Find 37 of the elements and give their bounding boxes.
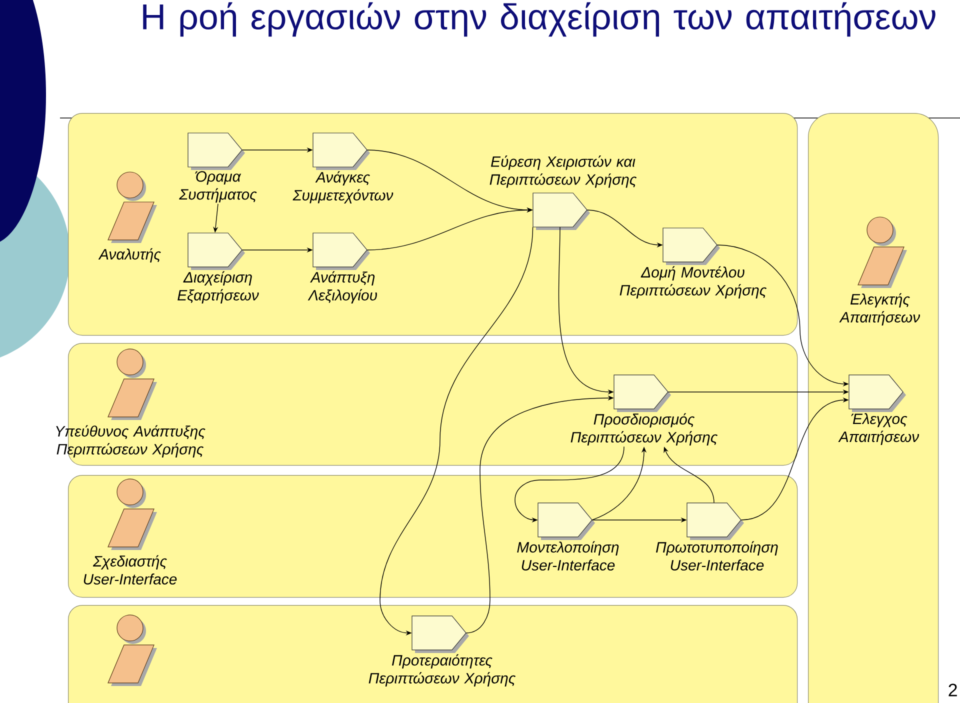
node-label: Υπεύθυνος Ανάπτυξης Περιπτώσεων Χρήσης	[56, 425, 206, 458]
activity: Προτεραιότητες Περιπτώσεων Χρήσης	[368, 616, 516, 686]
swimlane	[68, 474, 798, 598]
activity: Μοντελοποίηση User-Interface	[517, 502, 619, 571]
actor-figure	[108, 614, 157, 686]
activity: Όραμα Συστήματος	[179, 132, 257, 203]
activity: Ανάγκες Συμμετεχόντων	[292, 132, 394, 204]
actor: Ελεγκτής Απαιτήσεων	[839, 216, 920, 326]
node-label: Αναλυτής	[98, 248, 161, 263]
swimlane	[68, 113, 798, 336]
activity: Προσδιορισμός Περιπτώσεων Χρήσης	[570, 374, 718, 446]
node-label: Μοντελοποίηση User-Interface	[517, 541, 619, 571]
node-label: Εύρεση Χειριστών και Περιπτώσεων Χρήσης	[490, 156, 637, 188]
actor: Σχεδιαστής User-Interface	[84, 478, 177, 585]
node-label: Προσδιορισμός Περιπτώσεων Χρήσης	[570, 413, 718, 446]
activity: Διαχείριση Εξαρτήσεων	[178, 232, 259, 304]
node-label: Όραμα Συστήματος	[179, 171, 257, 203]
actor: Αναλυτής	[98, 172, 161, 263]
node-label: Ανάπτυξη Λεξιλογίου	[308, 271, 377, 304]
title: Η ροή εργασιών στην διαχείριση των απαιτήσεων	[143, 2, 936, 37]
node-label: Δομή Μοντέλου Περιπτώσεων Χρήσης	[620, 266, 767, 298]
node-label: Έλεγχος Απαιτήσεων	[838, 413, 919, 446]
node-label: Προτεραιότητες Περιπτώσεων Χρήσης	[368, 654, 516, 686]
activity: Ανάπτυξη Λεξιλογίου	[308, 232, 377, 304]
activity: Πρωτοτυποποίηση User-Interface	[656, 502, 778, 571]
node-label: Διαχείριση Εξαρτήσεων	[178, 271, 259, 304]
swimlane	[68, 604, 798, 703]
activity: Έλεγχος Απαιτήσεων	[838, 374, 919, 446]
node-label: Σχεδιαστής User-Interface	[84, 555, 177, 585]
actor: Υπεύθυνος Ανάπτυξης Περιπτώσεων Χρήσης	[56, 348, 206, 458]
activity: Εύρεση Χειριστών και Περιπτώσεων Χρήσης	[490, 156, 637, 230]
swimlane	[808, 113, 939, 703]
node-label: Ανάγκες Συμμετεχόντων	[292, 171, 394, 204]
page-number: 2	[948, 684, 957, 696]
activity: Δομή Μοντέλου Περιπτώσεων Χρήσης	[620, 228, 767, 298]
node-label: Πρωτοτυποποίηση User-Interface	[656, 541, 778, 571]
node-label: Ελεγκτής Απαιτήσεων	[839, 293, 920, 326]
